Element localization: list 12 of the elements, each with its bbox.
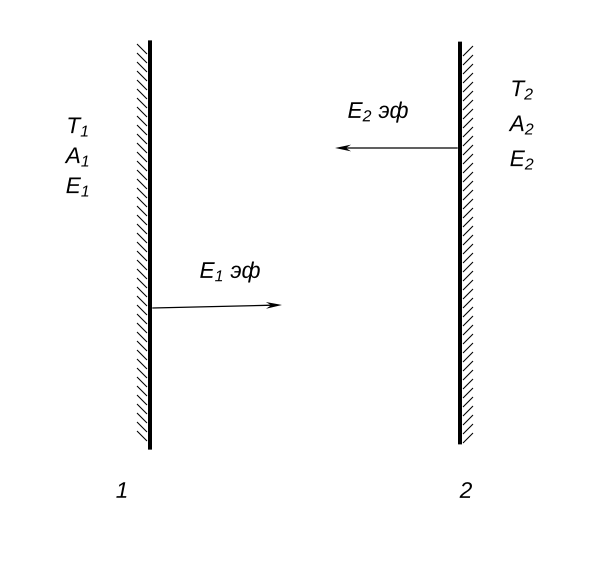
wall-label: A$_{1}$ (64, 147, 88, 167)
edge-label: E$_{1}$ эф (200, 261, 260, 283)
wall-number: 1 (116, 482, 126, 498)
hatched-wall (458, 42, 474, 444)
hatched-wall (136, 40, 152, 450)
wall-label: A$_{2}$ (508, 115, 534, 135)
wall-label: T$_{1}$ (68, 117, 88, 137)
wall-label: T$_{2}$ (512, 80, 533, 100)
wall-label: E$_{2}$ (510, 150, 534, 170)
wall-number: 2 (460, 482, 472, 498)
wall-label: E$_{1}$ (66, 177, 88, 197)
edge-label: E$_{2}$ эф (348, 101, 408, 123)
